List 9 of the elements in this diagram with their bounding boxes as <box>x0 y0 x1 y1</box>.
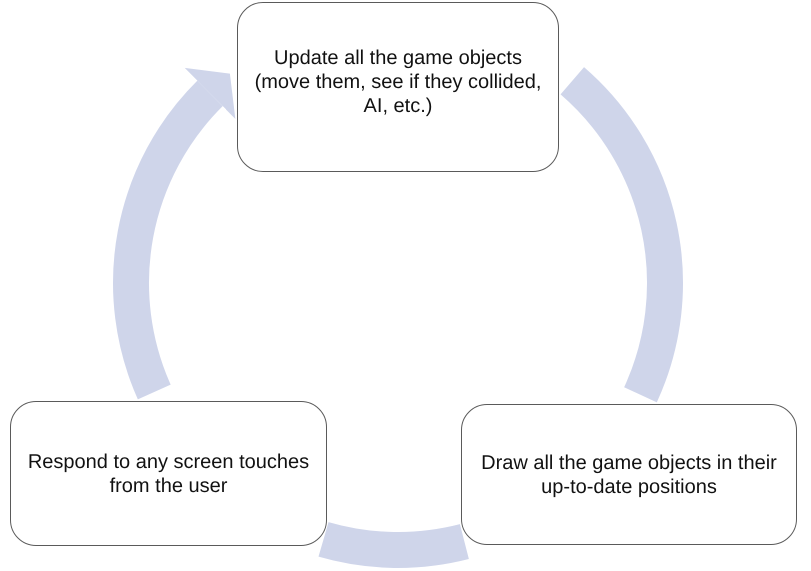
curved-connector <box>319 522 468 568</box>
rounded-box <box>237 2 559 172</box>
step-text: Draw all the game objects in their up-to-date positions <box>480 450 778 498</box>
rounded-box <box>10 401 327 546</box>
step-text: Update all the game objects (move them, see if they collided, AI, etc.) <box>254 46 542 118</box>
curved-connector <box>560 68 683 402</box>
rounded-box <box>461 404 797 545</box>
step-text: Respond to any screen touches from the user <box>26 450 310 498</box>
curved-arrow <box>113 69 237 398</box>
